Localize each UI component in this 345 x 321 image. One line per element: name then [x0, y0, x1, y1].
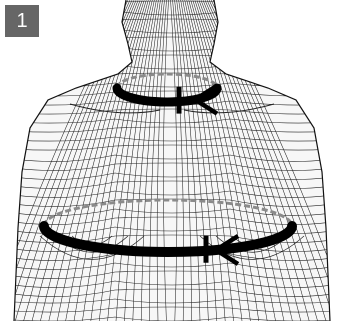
step-number-badge: 1	[5, 5, 39, 37]
body-surface	[14, 0, 330, 321]
torso-silhouette	[14, 0, 330, 321]
